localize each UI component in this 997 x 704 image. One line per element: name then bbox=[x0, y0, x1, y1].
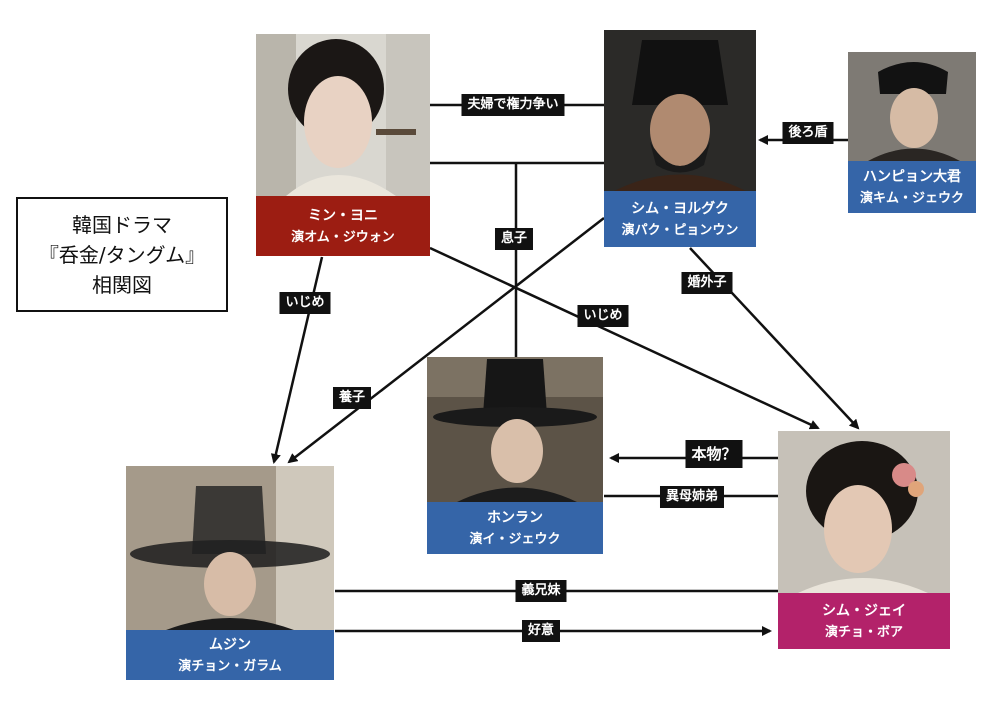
min-yoni-label: ミン・ヨニ 演オム・ジウォン bbox=[256, 196, 430, 256]
title-line-2: 『呑金/タングム』 bbox=[38, 242, 206, 267]
son-tag: 息子 bbox=[494, 228, 534, 250]
min-yoni-role: ミン・ヨニ bbox=[308, 207, 378, 224]
sim-yeolguk-photo bbox=[604, 30, 756, 191]
honran-label: ホンラン 演イ・ジェウク bbox=[427, 502, 603, 554]
affection-tag: 好意 bbox=[521, 620, 561, 642]
honran-role: ホンラン bbox=[487, 509, 543, 526]
sim-yeolguk-actor: 演パク・ピョンウン bbox=[621, 222, 739, 238]
bullying-right-arrow bbox=[429, 246, 820, 430]
illegitimate-tag: 婚外子 bbox=[681, 272, 733, 294]
hanpyeong-label: ハンピョン大君 演キム・ジェウク bbox=[848, 161, 976, 213]
mujin-role: ムジン bbox=[209, 636, 251, 653]
honran-actor: 演イ・ジェウク bbox=[469, 531, 561, 547]
backer-tag: 後ろ盾 bbox=[782, 122, 834, 144]
title-line-1: 韓国ドラマ bbox=[72, 212, 172, 237]
bullying-left-arrow bbox=[270, 256, 324, 464]
real-tag: 本物？ bbox=[685, 440, 743, 468]
honran-photo bbox=[427, 357, 603, 502]
sim-yeolguk-label: シム・ヨルグク 演パク・ピョンウン bbox=[604, 191, 756, 247]
mujin-label: ムジン 演チョン・ガラム bbox=[126, 630, 334, 680]
step-siblings-tag: 義兄妹 bbox=[515, 580, 567, 602]
adopted-tag: 養子 bbox=[332, 387, 372, 409]
sim-yeolguk-role: シム・ヨルグク bbox=[631, 200, 729, 217]
adopted-arrow bbox=[287, 217, 605, 464]
hanpyeong-photo bbox=[848, 52, 976, 161]
sim-jei-role: シム・ジェイ bbox=[822, 602, 906, 619]
bullying-left-tag: いじめ bbox=[279, 292, 331, 314]
couple-tag: 夫婦で権力争い bbox=[461, 94, 565, 116]
sim-jei-label: シム・ジェイ 演チョ・ボア bbox=[778, 593, 950, 649]
min-yoni-photo bbox=[256, 34, 430, 196]
chart-title-box: 韓国ドラマ 『呑金/タングム』 相関図 bbox=[16, 197, 228, 312]
sim-jei-photo bbox=[778, 431, 950, 593]
bullying-right-tag: いじめ bbox=[577, 305, 629, 327]
mujin-actor: 演チョン・ガラム bbox=[178, 658, 282, 674]
sim-jei-actor: 演チョ・ボア bbox=[824, 624, 903, 640]
half-siblings-tag: 異母姉弟 bbox=[659, 486, 725, 508]
mujin-photo bbox=[126, 466, 334, 630]
hanpyeong-actor: 演キム・ジェウク bbox=[859, 190, 964, 206]
title-line-3: 相関図 bbox=[92, 272, 152, 297]
min-yoni-actor: 演オム・ジウォン bbox=[291, 229, 395, 245]
hanpyeong-role: ハンピョン大君 bbox=[863, 168, 961, 185]
